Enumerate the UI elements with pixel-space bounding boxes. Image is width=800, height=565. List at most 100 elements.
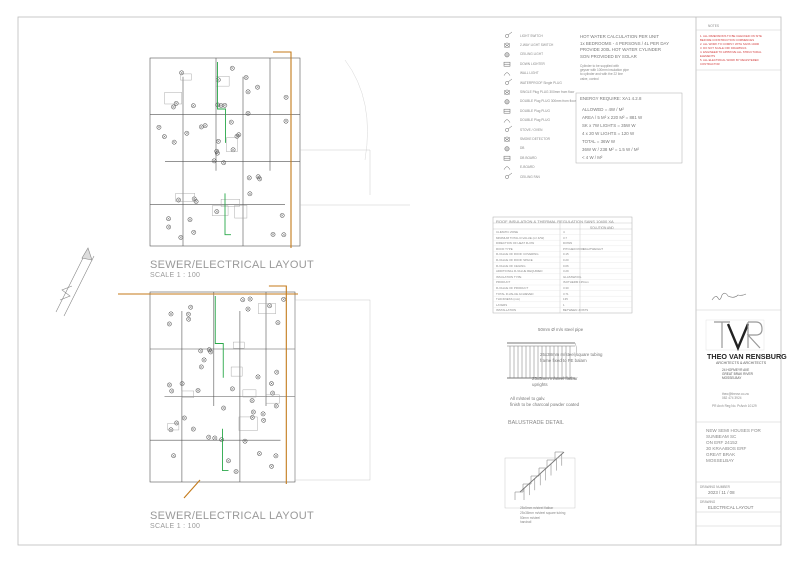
light-point [243, 75, 249, 80]
light-point [247, 296, 253, 302]
light-point [179, 381, 185, 386]
stair-note-tubing: 25x38mm m/steel square tubing [520, 511, 566, 515]
drawing-title-value: ELECTRICAL LAYOUT [708, 505, 754, 510]
light-point [186, 311, 191, 317]
light-point [245, 306, 251, 312]
contact-line: theo@theovr.co.za [722, 392, 749, 396]
light-point [255, 84, 260, 90]
light-point [171, 104, 176, 110]
light-point [260, 411, 266, 417]
energy-line: 4 x 20 W LIGHTS = 120 W [582, 131, 635, 136]
thermal-cell: 3.30 [563, 286, 569, 290]
light-point [281, 296, 286, 302]
sheet-border [17, 16, 782, 546]
titleblock-note-line: 1. ALL DIMENSIONS TO BE CHECKED ON SITE [700, 34, 762, 38]
light-point [275, 320, 281, 325]
legend-label: 2-WAY LIGHT SWITCH [520, 43, 554, 47]
hot-water-small-line: Cylinder to be supplied with [580, 64, 619, 68]
thermal-cell: TOTAL R-VALUE ACHIEVED [496, 291, 534, 296]
legend-symbol [503, 155, 511, 161]
light-point [186, 316, 191, 322]
thermal-cell: 0.20 [563, 258, 569, 262]
light-point [199, 124, 204, 130]
lower-floor-plan [118, 285, 371, 499]
light-point [267, 303, 272, 309]
thermal-cell: 3.29 [563, 269, 569, 274]
hot-water-line: HOT WATER CALCULATION PER UNIT [580, 34, 660, 39]
legend-label: DOWN LIGHTER [520, 61, 545, 66]
thermal-cell: INSTALLATION [496, 308, 517, 313]
company-address: 24 HOFMEYR AVE GREAT BRAK RIVER MOSSELBA… [722, 368, 753, 381]
thermal-cell: PITCHED ROOF [563, 246, 585, 251]
hot-water-small-line: to cylinder and with the 22 line [580, 72, 623, 77]
light-point [240, 297, 246, 303]
legend-label: WALL LIGHT [520, 71, 539, 76]
legend-label: STOVE / OVEN [520, 127, 543, 132]
light-point [270, 390, 275, 396]
light-point [247, 191, 253, 197]
light-point [246, 175, 252, 181]
thermal-cell: R-VALUE OF ROOF SPACE [496, 258, 533, 262]
thermal-cell: 1 [563, 302, 565, 307]
light-point [257, 451, 262, 456]
thermal-table-col-header: SOLUTION AND [590, 226, 614, 230]
hot-water-small-notes: Cylinder to be supplied with geyser with… [580, 64, 629, 81]
light-point [255, 174, 261, 180]
light-point [251, 409, 256, 415]
light-point [222, 103, 228, 108]
project-line: GREAT BRAK [706, 452, 736, 457]
legend-symbol [503, 119, 511, 123]
light-point [274, 369, 280, 375]
light-point [191, 103, 196, 109]
address-line: MOSSELBAY [722, 376, 742, 381]
balustrade-note-finish: finish to be charcoal powder coated [510, 402, 580, 407]
drawing-number-value: 2023 / 11 / 08 [708, 490, 735, 495]
light-point [245, 89, 251, 95]
light-point [167, 321, 172, 327]
light-point [167, 382, 172, 388]
light-point [174, 420, 179, 426]
thermal-cell: LIGHTWEIGHT [583, 246, 604, 251]
energy-line: < 4 W / M² [582, 155, 603, 160]
light-point [168, 311, 174, 317]
signature-mark [711, 292, 747, 301]
upper-plan-title: SEWER/ELECTRICAL LAYOUT [150, 259, 314, 271]
thermal-cell: ISOTHERM 135mm [563, 280, 589, 285]
legend-label: CEILING FAN [520, 174, 540, 179]
light-point [162, 134, 167, 139]
light-point [195, 388, 201, 393]
upper-plan-scale: SCALE 1 : 100 [150, 272, 201, 279]
legend-symbol [503, 89, 511, 96]
thermal-cell: R-VALUE OF ROOF COVERING [496, 252, 539, 257]
titleblock-note-line: BEFORE CONSTRUCTION COMMENCES [700, 38, 755, 42]
light-point [214, 209, 220, 214]
light-point [176, 197, 181, 203]
thermal-cell: PRODUCT [496, 280, 511, 285]
titleblock-note-line: 2. ALL WORK TO COMPLY WITH SANS 10400 [700, 42, 760, 46]
legend-symbols [503, 31, 513, 179]
stair-note-handrail-b: handrail [520, 520, 532, 524]
thermal-cell: DIRECTION OF HEAT FLOW [496, 241, 535, 246]
light-point [221, 405, 226, 411]
upper-floor-plan [149, 51, 410, 248]
titleblock-note-line: CONTRACTOR [700, 62, 720, 66]
titleblock-note-line: ELEMENTS [700, 54, 716, 58]
legend-label: SINGLE Plug PLUG 300mm from floor [520, 90, 575, 94]
legend-symbol [505, 78, 513, 85]
project-line: MOSSELBAY [706, 458, 734, 463]
project-line: ON ERF 24152 [706, 440, 738, 445]
light-point [156, 124, 162, 130]
energy-line: 36W W / 238 M² = 1.5 W / M² [582, 147, 639, 152]
stair-note-flatbar: 25x5mm m/steel flatbar [520, 506, 554, 510]
thermal-cell: 0.15 [563, 252, 569, 257]
stair-note-handrail-a: 50mm m/steel [520, 516, 541, 520]
light-point [249, 398, 255, 403]
light-point [269, 464, 274, 469]
hot-water-small-line: geyser with 100mm insulation pipe [580, 68, 629, 73]
light-point [236, 132, 242, 138]
legend-label: DOUBLE Plug PLUG 300mm from floor [520, 99, 576, 104]
legend-symbol [505, 172, 513, 179]
hot-water-small-line: valve, control [580, 76, 599, 81]
thermal-cell: BETWEEN JOISTS [563, 308, 589, 313]
